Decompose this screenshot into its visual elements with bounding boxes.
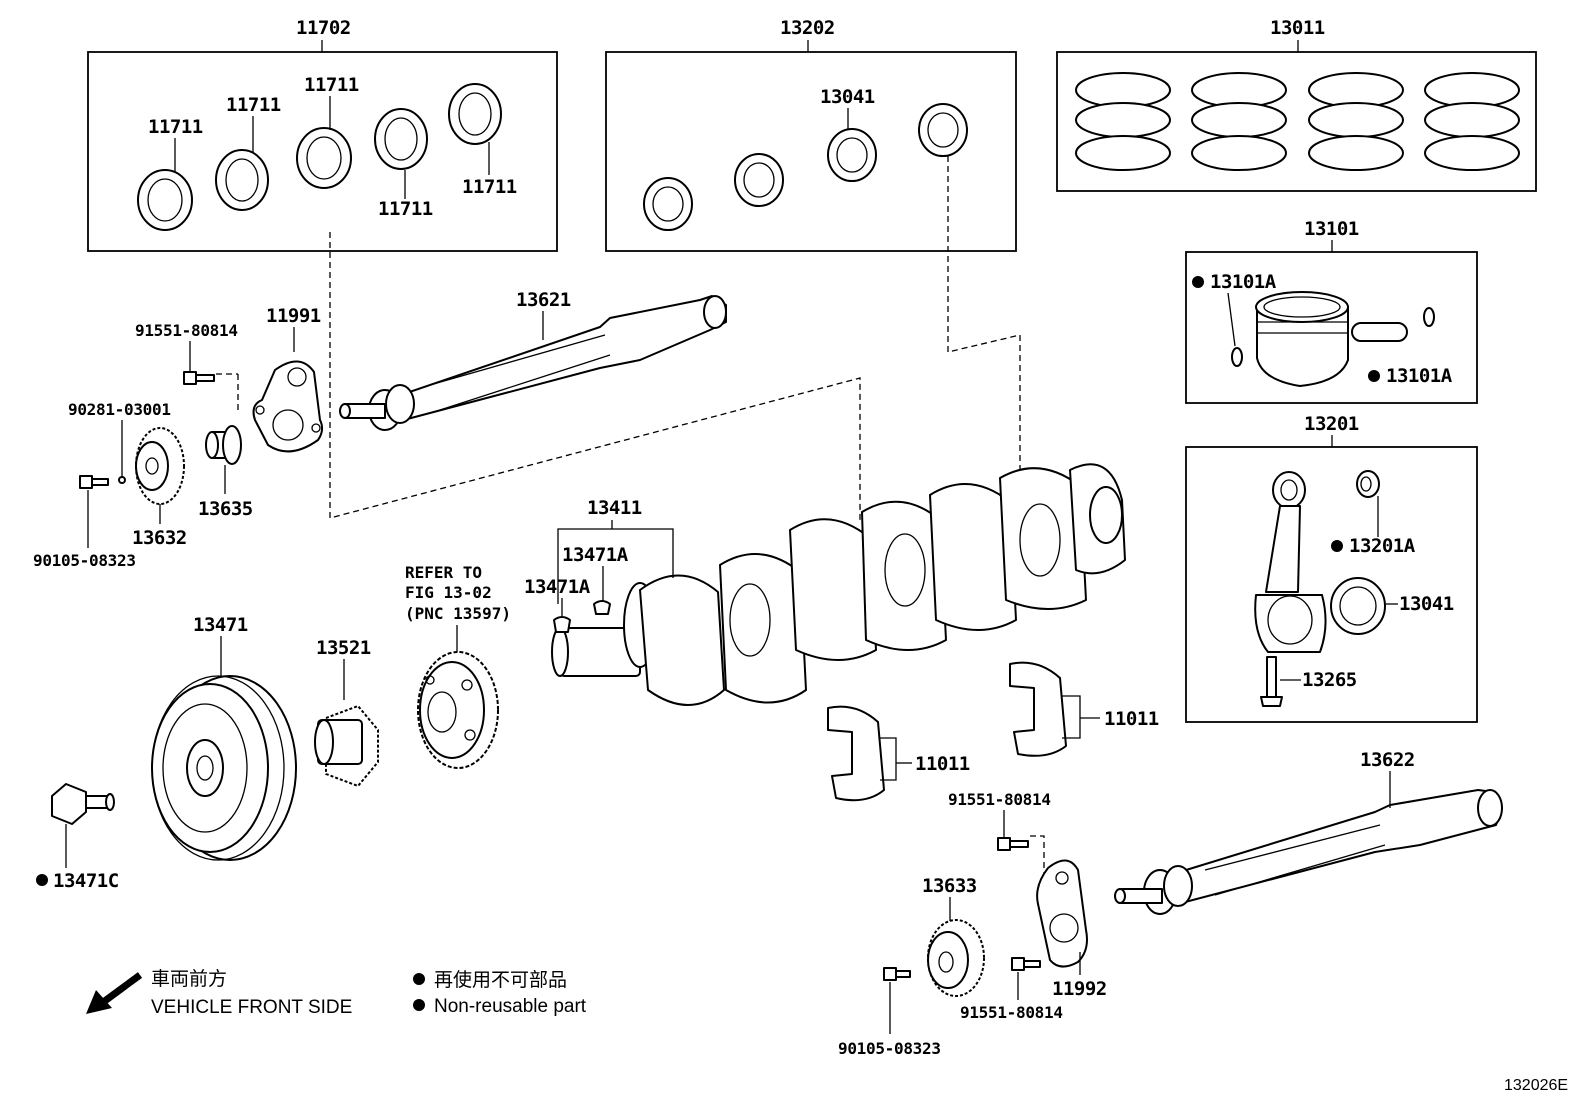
label-13471A-a: 13471A <box>562 544 629 566</box>
label-11711-c: 11711 <box>304 74 359 96</box>
label-group-13201: 13201 <box>1304 413 1359 435</box>
label-90105-a: 90105-08323 <box>33 551 136 570</box>
legend-front-jp: 車両前方 <box>151 968 227 990</box>
non-reusable-dot-icon <box>36 874 48 886</box>
label-11992: 11992 <box>1052 978 1107 1000</box>
label-13041-conrod: 13041 <box>1399 593 1454 615</box>
bolt-icon <box>1011 957 1041 971</box>
label-group-13101: 13101 <box>1304 218 1359 240</box>
label-13265: 13265 <box>1302 669 1357 691</box>
housing-plate-icon <box>252 360 324 453</box>
bearing-shell-icon <box>137 83 502 231</box>
bushing-icon <box>205 425 242 465</box>
label-13471C: 13471C <box>53 870 119 892</box>
group-box-13011 <box>1056 51 1537 192</box>
label-13471A-b: 13471A <box>524 576 591 598</box>
crank-pulley-icon <box>151 675 297 861</box>
piston-icon <box>1231 291 1435 387</box>
balancer-shaft-icon <box>339 295 727 431</box>
bolt-icon <box>79 475 109 489</box>
pin-icon <box>118 476 126 484</box>
label-group-13011: 13011 <box>1270 17 1325 39</box>
figure-code: 132026E <box>1504 1077 1568 1094</box>
non-reusable-dot-icon <box>1331 540 1343 552</box>
label-11991: 11991 <box>266 305 321 327</box>
label-90105-b: 90105-08323 <box>838 1039 941 1058</box>
label-11711-a: 11711 <box>148 116 203 138</box>
label-11711-b: 11711 <box>226 94 281 116</box>
legend-front-en: VEHICLE FRONT SIDE <box>151 997 352 1018</box>
housing-plate-icon <box>1036 859 1088 968</box>
label-13635: 13635 <box>198 498 253 520</box>
label-13621: 13621 <box>516 289 571 311</box>
bolt-icon <box>883 967 911 981</box>
legend-nonreuse-en: Non-reusable part <box>434 996 587 1017</box>
crank-sprocket-icon <box>314 705 379 787</box>
label-11011-a: 11011 <box>915 753 970 775</box>
timing-sprocket-icon <box>417 651 499 769</box>
front-arrow-icon <box>86 972 143 1014</box>
label-91551-c: 91551-80814 <box>960 1003 1063 1022</box>
crank-bearing-icon <box>643 103 968 231</box>
pulley-bolt-icon <box>51 783 115 825</box>
label-13633: 13633 <box>922 875 977 897</box>
bolt-icon <box>997 837 1029 851</box>
non-reusable-dot-icon <box>413 999 425 1011</box>
refer-note-line2: FIG 13-02 <box>405 583 492 602</box>
label-13201A: 13201A <box>1349 535 1416 557</box>
label-11711-e: 11711 <box>462 176 517 198</box>
label-group-13202: 13202 <box>780 17 835 39</box>
label-91551-a: 91551-80814 <box>135 321 238 340</box>
label-13632: 13632 <box>132 527 187 549</box>
gear-icon <box>927 919 985 997</box>
label-13471: 13471 <box>193 614 248 636</box>
balancer-shaft-icon <box>1114 789 1503 915</box>
non-reusable-dot-icon <box>1192 276 1204 288</box>
label-11711-d: 11711 <box>378 198 433 220</box>
label-13411: 13411 <box>587 497 642 519</box>
group-box-13202 <box>605 51 1017 252</box>
refer-note-line1: REFER TO <box>405 563 482 582</box>
label-13101A-a: 13101A <box>1210 271 1277 293</box>
non-reusable-dot-icon <box>1368 370 1380 382</box>
label-13101A-b: 13101A <box>1386 365 1453 387</box>
key-icon <box>553 600 611 633</box>
piston-ring-icon <box>1075 72 1520 171</box>
label-11011-b: 11011 <box>1104 708 1159 730</box>
legend-nonreuse-jp: 再使用不可部品 <box>434 969 567 991</box>
connecting-rod-icon <box>1254 470 1386 707</box>
label-group-11702: 11702 <box>296 17 351 39</box>
label-13521: 13521 <box>316 637 371 659</box>
label-90281: 90281-03001 <box>68 400 171 419</box>
refer-note-line3: (PNC 13597) <box>405 604 511 623</box>
label-91551-b: 91551-80814 <box>948 790 1051 809</box>
thrust-washer-icon <box>827 661 1067 802</box>
non-reusable-dot-icon <box>413 973 425 985</box>
label-13041-top: 13041 <box>820 86 875 108</box>
bolt-icon <box>183 371 215 385</box>
gear-icon <box>135 427 185 505</box>
label-13622: 13622 <box>1360 749 1415 771</box>
crankshaft-icon <box>551 463 1126 706</box>
